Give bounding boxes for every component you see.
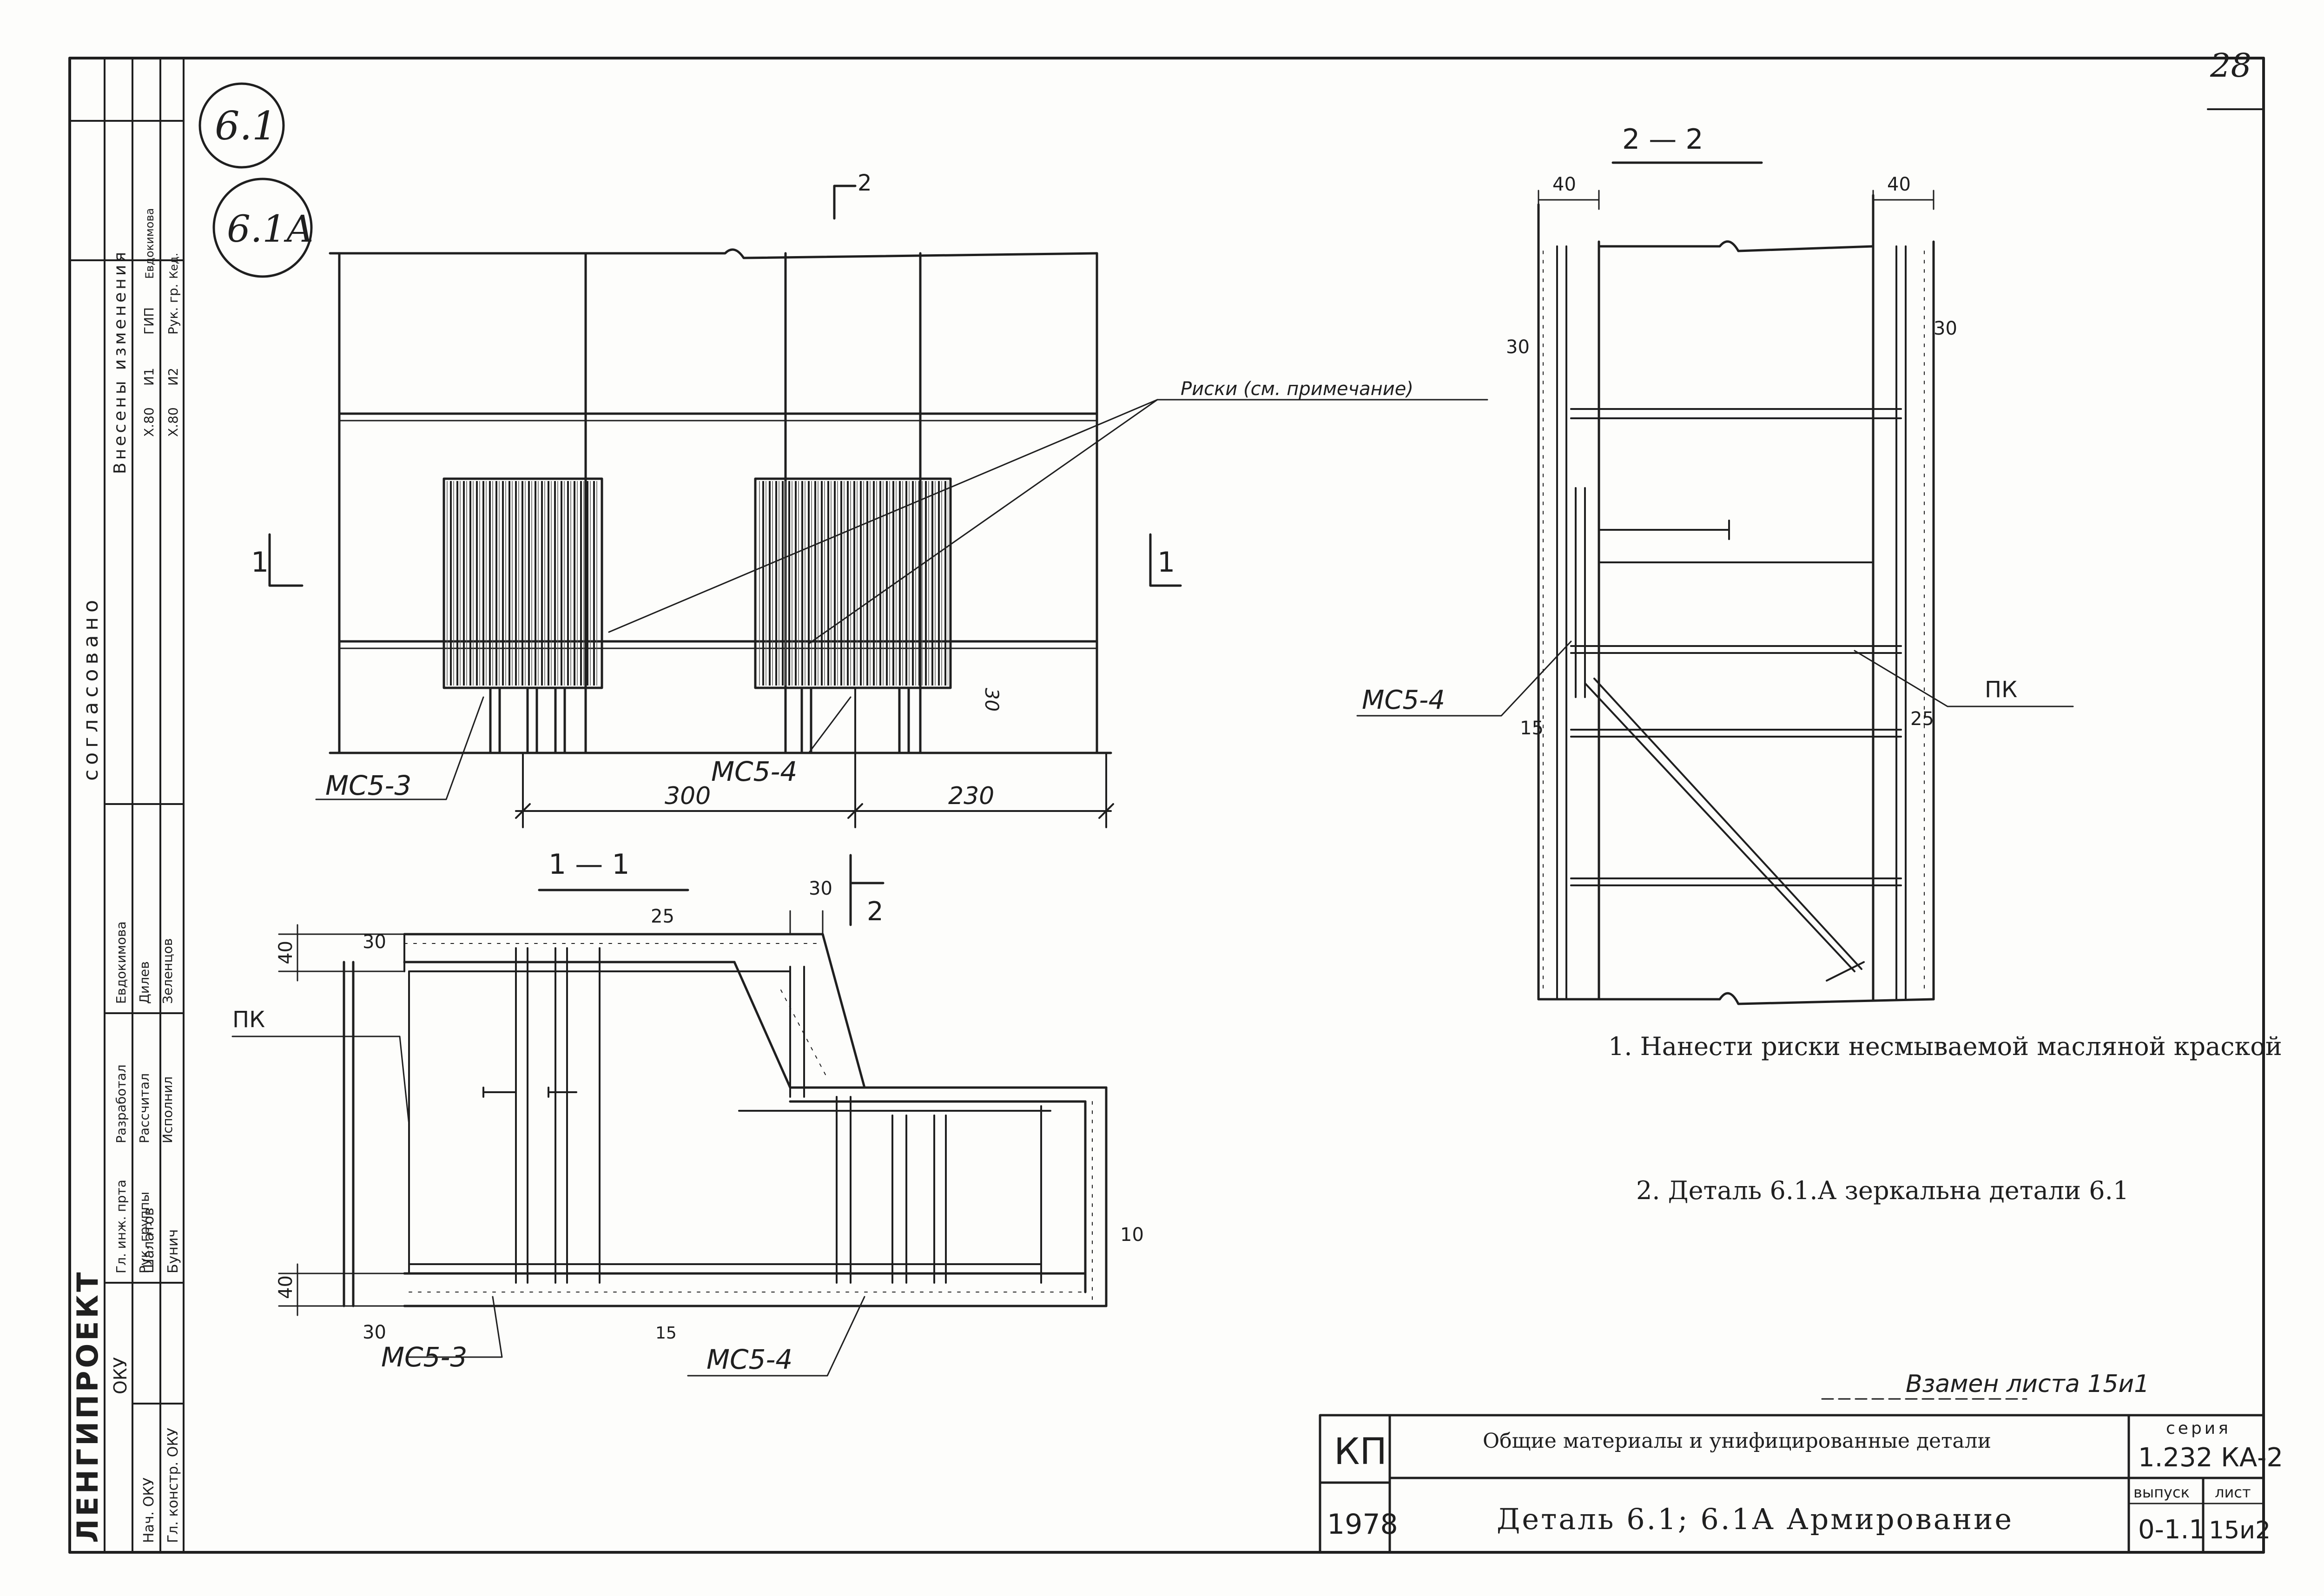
organization-name: ЛЕНГИПРОЕКТ [71,1270,105,1543]
title-block-issue-label: выпуск [2133,1484,2190,1501]
plan-section-mark-left: 1 [251,546,269,579]
section-2-2-dim-40-left: 40 [1552,174,1576,195]
stamp-role-5: Разработал [113,1064,129,1143]
stamp-role-6: Рассчитал [137,1073,152,1143]
stamp-role-4: Рук. группы [137,1192,152,1273]
section-2-2-label-ms5-4: МС5-4 [1362,685,1445,715]
plan-section-mark-top: 2 [858,170,872,196]
title-block-sheet-label: лист [2215,1484,2251,1501]
note-2: 2. Деталь 6.1.А зеркальна детали 6.1 [1636,1176,2129,1205]
title-block-series-label: серия [2166,1419,2231,1438]
title-block-series-value: 1.232 КА-2 [2138,1443,2283,1473]
stamp-name-2: Бунич [165,1229,181,1273]
replacement-note: Взамен листа 15и1 [1906,1370,2149,1398]
section-1-1-label-ms5-4: МС5-4 [706,1344,792,1375]
section-1-1-dim-10: 10 [1120,1224,1144,1246]
plan-dim-300: 300 [665,782,711,810]
note-1: 1. Нанести риски несмываемой масляной кр… [1608,1032,2282,1061]
changes-row-1-c: ГИП [141,307,157,335]
note-leader-label: Риски (см. примечание) [1181,378,1413,400]
title-block-line2: Деталь 6.1; 6.1А Армирование [1497,1502,2014,1536]
notes: 1. Нанести риски несмываемой масляной кр… [1608,1032,2282,1205]
title-block-year: 1978 [1327,1508,1398,1541]
changes-row-1-a: Х.80 [141,407,157,437]
section-1-1-dim-15: 15 [655,1324,677,1343]
left-stamp [69,57,185,1553]
section-1-1-dim-30-b: 30 [809,878,832,899]
section-1-1-label-pk: ПК [232,1007,265,1033]
title-block-code: КП [1334,1431,1387,1473]
approval-label: согласовано [79,595,103,781]
changes-row-2-d: Кед. [167,253,180,279]
section-2-2-dim-15: 15 [1520,718,1544,739]
plate-ms5-3 [442,477,603,689]
plan-label-ms5-4: МС5-4 [711,756,797,787]
plan-label-ms5-3: МС5-3 [325,770,411,801]
section-1-1-dim-40-top: 40 [275,941,297,964]
stamp-role-2: Гл. констр. ОКУ [165,1428,181,1543]
stamp-name-1: Шалатов [141,1207,157,1273]
changes-row-2-c: Рук. гр. [165,284,181,335]
detail-mark-6-1a: 6.1А [227,207,314,251]
changes-row-2-b: И2 [165,368,181,386]
section-2-2-title: 2 — 2 [1622,123,1703,156]
section-2-2-dim-30-right: 30 [1934,318,1957,339]
stamp-name-6: Дилев [137,961,152,1004]
section-2-2-dim-30-left: 30 [1506,336,1530,358]
detail-mark-6-1: 6.1 [215,103,277,149]
stamp-name-7: Зеленцов [160,938,175,1004]
plan-dim-230: 230 [948,782,994,810]
plan-dim-30: 30 [981,688,1002,712]
plan-section-mark-right: 1 [1157,546,1175,579]
section-2-2-dim-40-right: 40 [1887,174,1911,195]
changes-row-2-a: Х.80 [165,407,181,437]
changes-row-1-d: Евдокимова [143,208,156,279]
section-2-2: 2 — 2 40 40 [1356,123,2074,1005]
changes-row-1-b: И1 [141,368,157,386]
changes-label: Внесены изменения [111,249,130,474]
section-1-1-mark-2: 2 [867,897,884,927]
stamp-role-3: Гл. инж. прта [113,1180,129,1273]
title-block-issue-value: 0-1.1 [2138,1515,2205,1545]
section-1-1-label-ms5-3: МС5-3 [381,1341,467,1373]
stamp-role-1: Нач. ОКУ [141,1477,157,1543]
plan-view: Риски (см. примечание) 300 230 30 2 1 1 … [251,170,1488,828]
stamp-name-5: Евдокимова [113,921,129,1004]
department-name: ОКУ [110,1357,131,1394]
section-1-1: 1 — 1 [231,848,1144,1377]
plate-ms5-4 [754,477,952,689]
section-1-1-dim-25: 25 [651,906,674,927]
title-block-line1: Общие материалы и унифицированные детали [1483,1429,1991,1453]
title-block: КП 1978 Общие материалы и унифицированны… [1319,1414,2283,1554]
title-block-sheet-value: 15и2 [2209,1517,2271,1544]
page-number: 28 [2210,46,2251,85]
section-2-2-dim-25: 25 [1910,708,1934,730]
section-1-1-title: 1 — 1 [548,848,630,881]
left-stamp-text: ЛЕНГИПРОЕКТ ОКУ согласовано Нач. ОКУ Шал… [71,208,181,1543]
stamp-role-7: Исполнил [160,1076,175,1143]
section-2-2-label-pk: ПК [1985,677,2017,703]
detail-marks: 6.1 6.1А [198,82,314,278]
section-1-1-dim-30-c: 30 [363,1322,386,1343]
section-1-1-dim-30-a: 30 [363,931,386,953]
section-1-1-dim-40-bottom: 40 [275,1275,297,1299]
